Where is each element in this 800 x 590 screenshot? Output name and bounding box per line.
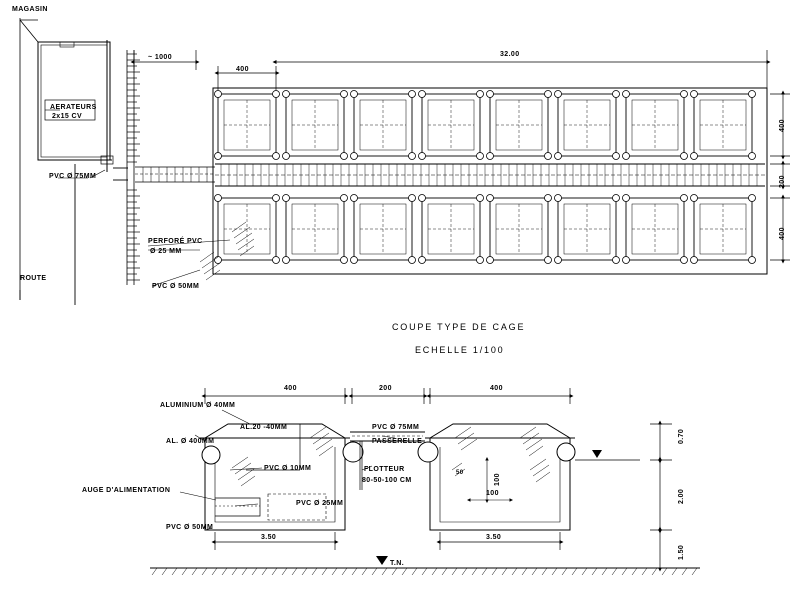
plan-ladder-rungs xyxy=(127,53,140,281)
dim-inner-horizontal-100: 100 xyxy=(486,490,499,497)
label-al-400: AL. Ø 400MM xyxy=(166,438,215,445)
section-dimension-lines xyxy=(201,388,672,572)
dim-section-right-top: 0.70 xyxy=(678,428,685,444)
label-plan-perfore-pvc: PERFORÉ PVC xyxy=(148,238,203,245)
plan-pipe-network xyxy=(19,164,128,305)
plan-cage-outer-frame xyxy=(212,87,768,275)
plan-cage-cells-top xyxy=(217,93,753,157)
dim-section-right-mid: 2.00 xyxy=(678,488,685,504)
label-aerateurs: AERATEURS xyxy=(50,104,97,111)
section-leader-lines xyxy=(179,409,396,531)
label-aerateurs-power: 2x15 CV xyxy=(52,113,83,120)
section-view xyxy=(150,423,700,569)
section-ground-hatch xyxy=(151,567,698,576)
plan-hatch-marks xyxy=(199,221,255,281)
dim-inner-vertical-100: 100 xyxy=(494,473,501,486)
plan-ladder-strip xyxy=(126,50,135,285)
plan-cage-cells-bottom xyxy=(217,197,753,261)
dim-section-bottom-right: 3.50 xyxy=(486,534,502,541)
section-hatch-marks xyxy=(231,426,551,487)
plan-walkway-ribs xyxy=(220,164,758,186)
label-tn: T.N. xyxy=(390,560,405,567)
dim-section-top-mid: 200 xyxy=(379,385,392,392)
label-plan-perfore-diam: Ø 25 MM xyxy=(150,248,182,255)
dim-section-top-left: 400 xyxy=(284,385,297,392)
dim-plan-right-top: 400 xyxy=(779,119,786,132)
dim-plan-cage-width: 400 xyxy=(236,66,249,73)
label-section-pvc25: PVC Ø 25MM xyxy=(296,500,344,507)
label-passerelle: PASSERELLE xyxy=(372,438,423,445)
label-section-pvc50: PVC Ø 50MM xyxy=(166,524,214,531)
label-aluminium: ALUMINIUM Ø 40MM xyxy=(160,402,236,409)
dim-inner-50: 50 xyxy=(456,470,464,476)
label-flotteur: FLOTTEUR xyxy=(364,466,405,473)
plan-dimension-lines xyxy=(130,50,790,264)
plan-magasin-building xyxy=(19,18,114,300)
dim-section-bottom-left: 3.50 xyxy=(261,534,277,541)
label-section-pvc10: PVC Ø 10MM xyxy=(264,465,312,472)
label-plan-pvc50: PVC Ø 50MM xyxy=(152,283,200,290)
plan-leader-lines xyxy=(45,109,231,287)
label-route: ROUTE xyxy=(20,275,47,282)
label-flotteur-size: 80-50-100 CM xyxy=(362,477,412,484)
label-magasin: MAGASIN xyxy=(12,6,48,13)
dim-plan-right-mid: 200 xyxy=(779,175,786,188)
dim-section-right-bottom: 1.50 xyxy=(678,544,685,560)
drawing-scale: ECHELLE 1/100 xyxy=(415,345,505,355)
dim-section-top-right: 400 xyxy=(490,385,503,392)
plan-central-walkway xyxy=(215,163,765,187)
dim-plan-approach: ~ 1000 xyxy=(148,54,173,61)
plan-corner-floats xyxy=(214,90,756,264)
drawing-title: COUPE TYPE DE CAGE xyxy=(392,322,526,332)
label-section-pvc75: PVC Ø 75MM xyxy=(372,424,420,431)
plan-walkway-approach-ribs xyxy=(142,167,208,182)
label-plan-pvc75: PVC Ø 75MM xyxy=(49,173,97,180)
dim-plan-right-bottom: 400 xyxy=(779,227,786,240)
label-auge: AUGE D'ALIMENTATION xyxy=(82,487,171,494)
dim-plan-total-length: 32.00 xyxy=(500,51,520,58)
label-al-20-40: AL.20 -40MM xyxy=(240,424,288,431)
